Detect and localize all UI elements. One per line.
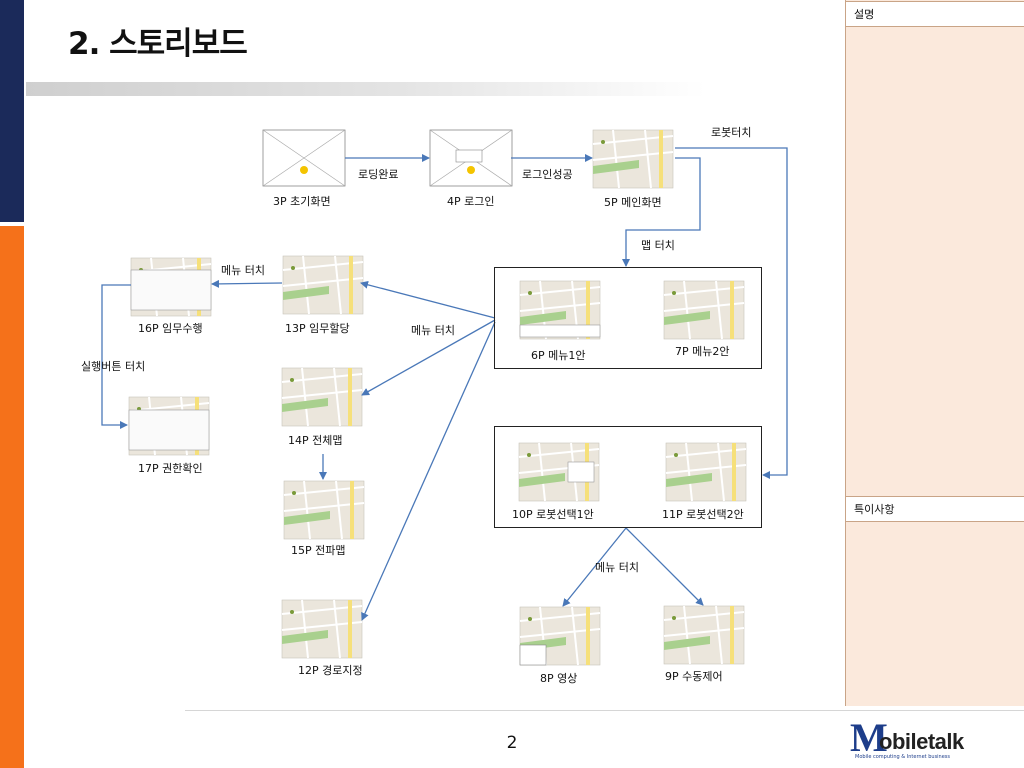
screen-6p-label: 6P 메뉴1안	[531, 349, 586, 362]
screen-4p-label: 4P 로그인	[447, 195, 495, 208]
screen-13p-thumbnail	[282, 255, 364, 315]
screen-13p-label: 13P 임무할당	[285, 322, 350, 335]
notes-label: 설명	[846, 1, 1024, 27]
screen-7p-label: 7P 메뉴2안	[675, 345, 730, 358]
transition-menu-touch-center-label: 메뉴 터치	[411, 324, 455, 337]
transition-map-touch-label: 맵 터치	[641, 239, 675, 252]
left-accent-bar-bottom	[0, 226, 24, 768]
arrow-select-to-8p	[562, 527, 627, 607]
screen-16p-label: 16P 임무수행	[138, 322, 203, 335]
left-accent-bar-top	[0, 0, 24, 222]
screen-3p-thumbnail	[262, 129, 346, 187]
side-panel: 설명 특이사항	[845, 0, 1024, 706]
menu-options-frame	[494, 267, 762, 369]
logo-wordmark: obiletalk	[879, 729, 964, 754]
screen-11p-label: 11P 로봇선택2안	[662, 508, 744, 521]
login-dialog-shape	[455, 149, 483, 163]
video-window-shape	[519, 644, 547, 666]
arrow-5p-to-menu	[622, 157, 701, 267]
menu-bar-shape	[519, 324, 601, 338]
arrow-menu-to-13p	[360, 280, 496, 319]
transition-robot-touch-label: 로봇터치	[711, 126, 752, 139]
remarks-label: 특이사항	[846, 496, 1024, 522]
page-number: 2	[506, 733, 518, 753]
auth-dialog-shape	[128, 409, 210, 451]
screen-9p-label: 9P 수동제어	[665, 670, 723, 683]
arrow-menu-to-14p	[361, 319, 496, 396]
page-title: 2. 스토리보드	[68, 26, 248, 62]
transition-menu-touch-bottom-label: 메뉴 터치	[595, 561, 639, 574]
transition-run-button-touch-label: 실행버튼 터치	[81, 360, 146, 373]
screen-14p-thumbnail	[281, 367, 363, 427]
arrow-select-to-9p	[625, 527, 704, 606]
transition-loading-done-label: 로딩완료	[358, 168, 399, 181]
mission-run-dialog-shape	[130, 269, 212, 311]
screen-12p-thumbnail	[281, 599, 363, 659]
arrow-13p-to-16p	[211, 279, 283, 288]
screen-5p-thumbnail	[592, 129, 674, 189]
robot-select-popup-shape	[567, 461, 595, 483]
screen-17p-label: 17P 권한확인	[138, 462, 203, 475]
logo-initial: M	[850, 715, 888, 760]
logo-tagline: Mobile computing & Internet business	[855, 754, 951, 760]
arrow-5p-to-11p	[675, 147, 788, 479]
title-underline	[26, 82, 706, 96]
footer-divider	[185, 710, 1024, 711]
screen-14p-label: 14P 전체맵	[288, 434, 343, 447]
arrow-16p-to-17p	[101, 284, 131, 429]
arrow-menu-to-12p	[361, 321, 496, 621]
screen-15p-thumbnail	[283, 480, 365, 540]
screen-15p-label: 15P 전파맵	[291, 544, 346, 557]
transition-login-success-label: 로그인성공	[522, 168, 573, 181]
screen-12p-label: 12P 경로지정	[298, 664, 363, 677]
screen-9p-thumbnail	[663, 605, 745, 665]
screen-8p-label: 8P 영상	[540, 672, 578, 685]
robot-select-options-frame	[494, 426, 762, 528]
screen-5p-label: 5P 메인화면	[604, 196, 662, 209]
transition-menu-touch-16p-label: 메뉴 터치	[221, 264, 265, 277]
screen-3p-label: 3P 초기화면	[273, 195, 331, 208]
screen-10p-label: 10P 로봇선택1안	[512, 508, 594, 521]
